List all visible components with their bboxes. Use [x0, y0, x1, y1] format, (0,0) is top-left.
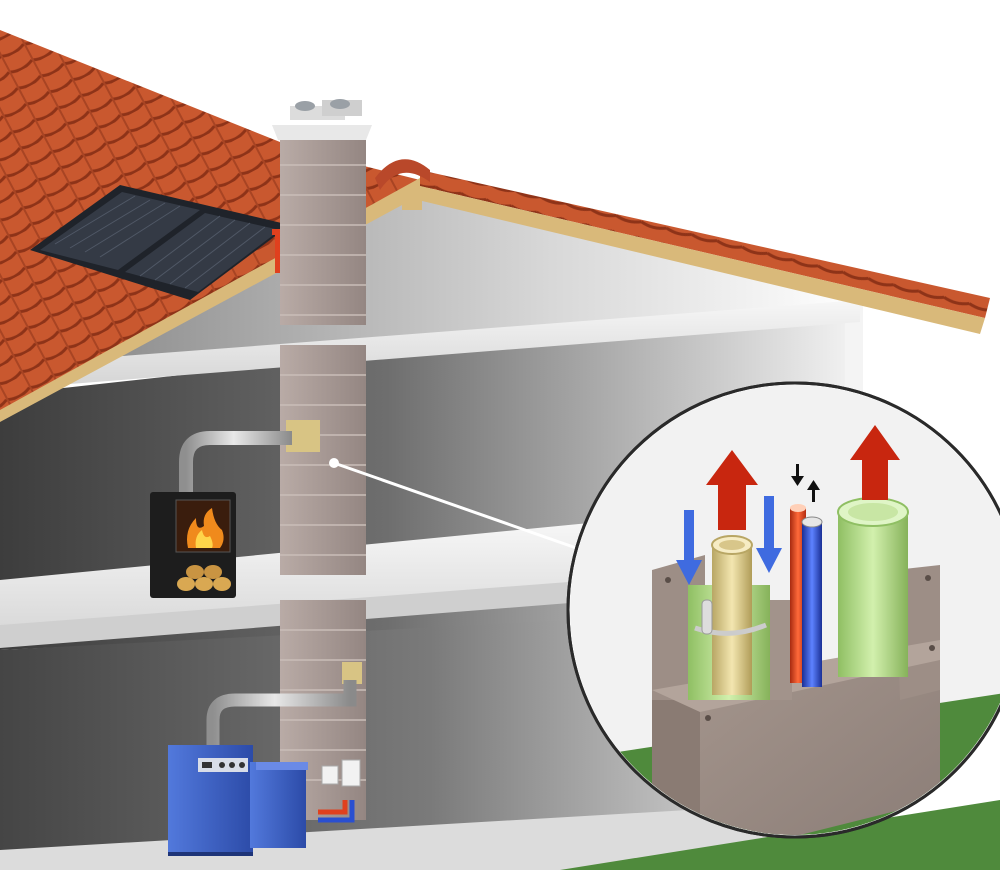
intake-arrow-icon: [756, 496, 782, 573]
solar-panel-right: [125, 213, 280, 292]
flow-up-arrow-icon: [807, 480, 820, 502]
detail-cold-water-pipe: [802, 522, 822, 687]
detail-leader: [329, 458, 583, 552]
exhaust-arrow-icon: [850, 425, 900, 500]
boiler-flue-pipe: [206, 680, 357, 745]
exhaust-arrow-icon: [706, 450, 758, 530]
wood-stove: [150, 431, 292, 598]
ridge-beam: [402, 194, 422, 210]
detail-flue-liner-green: [838, 512, 908, 677]
detail-flue-liner-yellow: [712, 545, 752, 695]
stove-flue-pipe: [179, 431, 292, 492]
boiler-hot-pipe: [318, 800, 348, 815]
chimney-cross-section-detail: [566, 381, 1000, 839]
chimney-cap: [272, 125, 372, 140]
detail-leader-line: [333, 461, 583, 552]
chimney-upper-section: [280, 345, 366, 575]
multi-flue-chimney: [272, 99, 372, 823]
roof-timber-right: [418, 186, 985, 334]
flow-down-arrow-icon: [791, 464, 804, 486]
chimney-attic-section: [280, 140, 366, 325]
service-door-right: [341, 759, 361, 787]
fire-icon: [187, 508, 224, 548]
boiler-flue-inlet: [342, 662, 362, 684]
boiler-tank: [250, 762, 306, 848]
attic-floor-slab: [70, 300, 860, 384]
ridge-tile: [375, 159, 430, 190]
firewood-logs: [177, 565, 231, 591]
roof-tiles-right: [420, 170, 990, 318]
detail-block-divider: [766, 600, 792, 700]
central-heating-boiler: [168, 680, 357, 856]
boiler-cold-pipe: [318, 800, 355, 823]
service-door-left: [321, 765, 339, 785]
intake-arrow-icon: [676, 510, 702, 585]
